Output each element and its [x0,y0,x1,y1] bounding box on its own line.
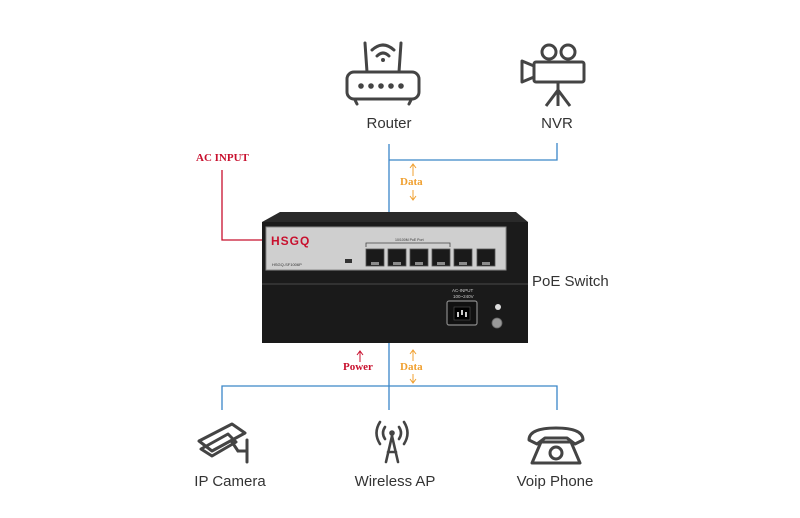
ac-input-label: AC INPUT [196,152,249,164]
router-icon [345,41,421,106]
ground-screw [491,317,503,329]
power-arrow [356,350,364,362]
switch-ports-label: 10/100M PoE Port [395,238,424,242]
power-label: Power [343,361,373,373]
wireless-ap-label: Wireless AP [354,473,436,490]
poe-switch-label: PoE Switch [532,273,609,290]
connection-lines [221,143,558,410]
switch-top-face [262,212,528,222]
ac-input-link [221,170,262,241]
data-arrow-top [409,163,417,201]
switch-ac-label: AC-INPUT [452,288,474,293]
voip-phone-label: Voip Phone [516,473,594,490]
ground-symbol [495,304,501,310]
nvr-icon [520,43,586,107]
nvr-link [389,143,558,161]
data-label-bottom: Data [400,361,423,373]
ip-camera-label: IP Camera [194,473,266,490]
switch-voltage: 100~240V [453,294,474,299]
switch-model: HSGQ-SF1006P [272,262,302,267]
voip-phone-icon [527,426,585,465]
data-arrow-bottom [409,349,417,384]
wireless-ap-icon [375,420,409,464]
switch-lower-body [262,284,528,343]
ip-camera-icon [197,422,249,464]
data-label-top: Data [400,176,423,188]
nvr-label: NVR [541,115,573,132]
switch-brand: HSGQ [271,234,310,248]
router-label: Router [366,115,412,132]
poe-switch [262,212,528,343]
switch-ports [365,248,496,267]
